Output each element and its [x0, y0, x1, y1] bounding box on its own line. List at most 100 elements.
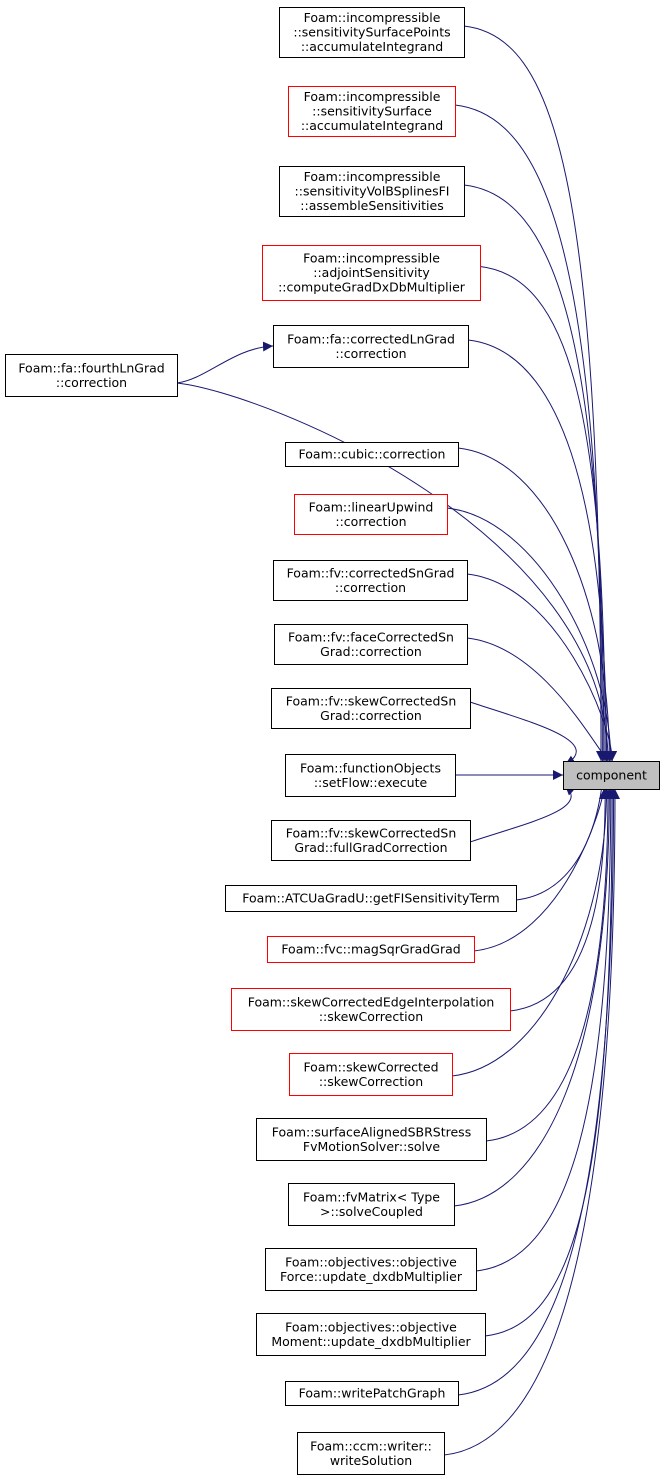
- node-label-line: ::correction: [335, 580, 406, 595]
- edge-n10-to-component: [466, 637, 619, 772]
- graph-node-n5[interactable]: Foam::fa::correctedLnGrad::correction: [273, 325, 469, 368]
- graph-node-n22[interactable]: Foam::writePatchGraph: [285, 1381, 459, 1406]
- graph-node-n11[interactable]: Foam::fv::skewCorrectedSnGrad::correctio…: [271, 688, 471, 729]
- node-label-line: Foam::fv::faceCorrectedSn: [288, 629, 454, 644]
- edge-n2-to-component: [454, 104, 608, 762]
- graph-node-n23[interactable]: Foam::ccm::writer::writeSolution: [297, 1432, 445, 1475]
- graph-node-n13[interactable]: Foam::fv::skewCorrectedSnGrad::fullGradC…: [271, 820, 471, 861]
- node-box: [288, 1183, 455, 1226]
- graph-node-n1[interactable]: Foam::incompressible::sensitivitySurface…: [279, 7, 465, 58]
- node-box: [289, 1053, 453, 1096]
- node-label-line: >::solveCoupled: [320, 1204, 423, 1219]
- graph-node-n16[interactable]: Foam::skewCorrectedEdgeInterpolation::sk…: [231, 988, 511, 1031]
- graph-node-n15[interactable]: Foam::fvc::magSqrGradGrad: [267, 936, 475, 963]
- node-box: [262, 245, 481, 301]
- node-box: [294, 494, 448, 535]
- node-box: [256, 1313, 486, 1356]
- node-label-line: Foam::writePatchGraph: [299, 1386, 446, 1401]
- node-label-line: component: [576, 768, 647, 783]
- edge-n6-to-n5: [176, 341, 274, 384]
- node-box: [285, 442, 459, 467]
- node-label-line: FvMotionSolver::solve: [303, 1139, 440, 1154]
- node-label-line: Foam::surfaceAlignedSBRStress: [272, 1124, 471, 1139]
- graph-node-n4[interactable]: Foam::incompressible::adjointSensitivity…: [262, 245, 481, 301]
- graph-node-n21[interactable]: Foam::objectives::objectiveMoment::updat…: [256, 1313, 486, 1356]
- graph-node-n18[interactable]: Foam::surfaceAlignedSBRStressFvMotionSol…: [256, 1118, 487, 1161]
- node-box: [279, 166, 465, 217]
- node-box: [285, 754, 456, 797]
- node-label-line: ::computeGradDxDbMultiplier: [278, 280, 466, 295]
- node-label-line: Foam::incompressible: [303, 251, 440, 266]
- node-box: [273, 325, 469, 368]
- node-label-line: ::correction: [335, 514, 406, 529]
- node-box: [225, 885, 517, 912]
- graph-node-n6[interactable]: Foam::fa::fourthLnGrad::correction: [5, 354, 178, 397]
- node-label-line: Grad::correction: [320, 708, 422, 723]
- node-label-line: Grad::fullGradCorrection: [294, 840, 447, 855]
- node-label-line: Foam::fv::skewCorrectedSn: [286, 693, 457, 708]
- nodes-layer: Foam::incompressible::sensitivitySurface…: [5, 7, 660, 1475]
- node-label-line: Foam::fvc::magSqrGradGrad: [281, 942, 460, 957]
- graph-node-n20[interactable]: Foam::objectives::objectiveForce::update…: [265, 1248, 477, 1291]
- graph-node-n8[interactable]: Foam::linearUpwind::correction: [294, 494, 448, 535]
- edge-n6-to-component: [176, 382, 613, 762]
- node-label-line: Moment::update_dxdbMultiplier: [271, 1334, 471, 1349]
- node-box: [285, 1381, 459, 1406]
- edge-n15-to-component: [473, 788, 609, 952]
- node-label-line: ::sensitivitySurface: [312, 104, 432, 119]
- node-label-line: Foam::incompressible: [304, 10, 441, 25]
- target-node-component[interactable]: component: [563, 761, 660, 790]
- node-label-line: ::correction: [56, 375, 127, 390]
- graph-node-n2[interactable]: Foam::incompressible::sensitivitySurface…: [288, 86, 456, 137]
- graph-node-n17[interactable]: Foam::skewCorrected::skewCorrection: [289, 1053, 453, 1096]
- node-label-line: Foam::fa::fourthLnGrad: [18, 360, 164, 375]
- edge-n22-to-component: [457, 788, 619, 1396]
- node-label-line: Foam::fvMatrix< Type: [303, 1189, 440, 1204]
- graph-node-n7[interactable]: Foam::cubic::correction: [285, 442, 459, 467]
- edge-n17-to-component: [451, 788, 612, 1077]
- node-box: [273, 560, 468, 601]
- node-label-line: Grad::correction: [320, 644, 422, 659]
- graph-node-n12[interactable]: Foam::functionObjects::setFlow::execute: [285, 754, 456, 797]
- node-label-line: Foam::functionObjects: [300, 760, 441, 775]
- node-label-line: ::skewCorrection: [319, 1009, 423, 1024]
- node-label-line: Foam::objectives::objective: [285, 1254, 457, 1269]
- node-box: [297, 1432, 445, 1475]
- graph-node-n14[interactable]: Foam::ATCUaGradU::getFISensitivityTerm: [225, 885, 517, 912]
- node-box: [563, 761, 660, 790]
- node-label-line: writeSolution: [330, 1453, 412, 1468]
- edge-n13-to-component: [469, 784, 576, 843]
- node-label-line: Foam::skewCorrected: [303, 1059, 438, 1074]
- node-box: [267, 936, 475, 963]
- edge-n11-to-component: [469, 701, 577, 766]
- node-label-line: ::accumulateIntegrand: [301, 118, 443, 133]
- node-label-line: ::accumulateIntegrand: [301, 39, 443, 54]
- edge-n7-to-component: [457, 447, 615, 762]
- node-label-line: Foam::fv::correctedSnGrad: [287, 565, 455, 580]
- edge-n14-to-component: [515, 778, 608, 901]
- graph-node-n3[interactable]: Foam::incompressible::sensitivityVolBSpl…: [279, 166, 465, 217]
- node-box: [271, 820, 471, 861]
- graph-node-n19[interactable]: Foam::fvMatrix< Type >::solveCoupled: [288, 1183, 455, 1226]
- node-label-line: ::adjointSensitivity: [313, 265, 430, 280]
- edge-n18-to-component: [485, 788, 613, 1142]
- edge-n9-to-component: [466, 573, 618, 762]
- node-label-line: ::sensitivityVolBSplinesFI: [295, 184, 450, 199]
- node-box: [274, 624, 468, 665]
- edge-n21-to-component: [484, 788, 618, 1337]
- graph-node-n9[interactable]: Foam::fv::correctedSnGrad::correction: [273, 560, 468, 601]
- node-box: [5, 354, 178, 397]
- edge-n5-to-component: [467, 339, 612, 762]
- graph-node-n10[interactable]: Foam::fv::faceCorrectedSnGrad::correctio…: [274, 624, 468, 665]
- node-label-line: Foam::objectives::objective: [285, 1319, 457, 1334]
- node-box: [288, 86, 456, 137]
- edge-n19-to-component: [453, 788, 615, 1207]
- node-label-line: ::skewCorrection: [319, 1074, 423, 1089]
- node-label-line: Foam::incompressible: [304, 89, 441, 104]
- edge-n3-to-component: [463, 184, 609, 762]
- node-box: [271, 688, 471, 729]
- node-label-line: ::correction: [335, 346, 406, 361]
- node-label-line: Foam::fv::skewCorrectedSn: [286, 825, 457, 840]
- node-label-line: Force::update_dxdbMultiplier: [280, 1269, 463, 1284]
